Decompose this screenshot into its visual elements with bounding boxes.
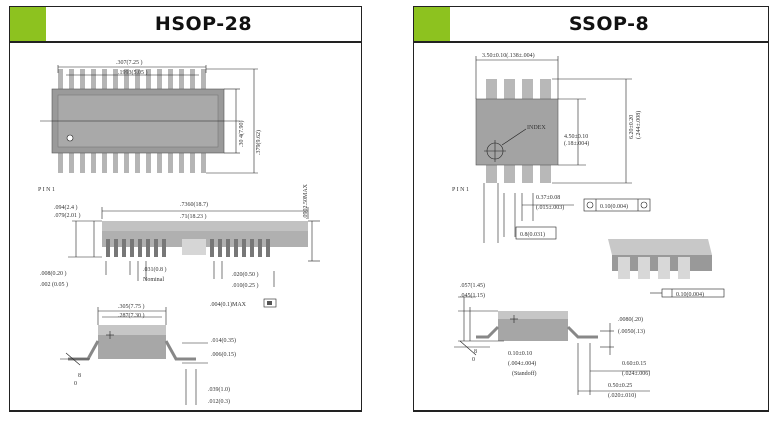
index-label: INDEX (527, 125, 546, 131)
hsop28-drawing: P I N 1 .307(7.25 ) .1993(5.05 ) .30 4(7… (38, 59, 320, 405)
dim-lead-thickness-2: .006(0.15) (211, 351, 236, 358)
dim-pitch: .031(0.8 ) (143, 266, 167, 273)
panel-header: HSOP-28 (10, 7, 361, 43)
flatness-box-label: 0.10(0.004) (676, 291, 704, 298)
top-leads-lower (58, 153, 206, 173)
dim-length-a: .7360(18.7) (180, 201, 208, 208)
dim-lead-width-1: 0.37±0.08 (536, 195, 560, 201)
dim-height-b: .379(9.62) (255, 130, 262, 155)
angle-bottom: 0 (472, 357, 475, 363)
ssop-top-body (475, 98, 559, 166)
dim-foot-1: .039(1.0) (208, 386, 230, 393)
dim-inner-height-2: (.18±.004) (564, 140, 589, 147)
dim-lead-thickness-2: (.0050(.13) (618, 328, 645, 335)
dim-lead-width-2: .010(0.25 ) (232, 282, 259, 289)
dim-standoff-2: (.004±.004) (508, 360, 536, 367)
tolerance-box-label: 0.10(0.004) (600, 203, 628, 210)
dim-top-width-inner: .1993(5.05 ) (118, 69, 148, 76)
side-view-body (102, 221, 308, 231)
pitch-box-label: 0.8(0.031) (520, 231, 545, 238)
dim-max-height: .0902.50MAX (303, 183, 309, 219)
dim-foot-2: (.024±.006) (622, 370, 650, 377)
dim-standoff-1: .008(0.20 ) (40, 270, 67, 277)
dim-foot-2: .012(0.3) (208, 398, 230, 405)
dim-lead-thickness-1: .0080(.20) (618, 316, 643, 323)
dim-body-width-2: .287(7.30 ) (118, 312, 145, 319)
dim-outer-height-2: (.244±.008) (635, 111, 642, 139)
dim-inner-height-1: 4.50±0.10 (564, 134, 588, 140)
dim-standoff-3: (Standoff) (512, 370, 537, 377)
top-leads-upper (58, 69, 206, 89)
dim-lead-width-1: .020(0.50 ) (232, 271, 259, 278)
dim-top-width: .307(7.25 ) (116, 59, 143, 66)
dim-coplanarity: .004(0.1)MAX (210, 301, 247, 308)
dim-span-1: 0.50±0.25 (608, 383, 632, 389)
pin1-label: P I N 1 (38, 187, 55, 193)
dim-standoff-1: 0.10±0.10 (508, 351, 532, 357)
dim-height-1: .094(2.4 ) (54, 204, 78, 211)
angle-bottom: 0 (74, 381, 77, 387)
dim-lead-thickness-1: .014(0.35) (211, 337, 236, 344)
dim-span-2: (.020±.010) (608, 392, 636, 399)
end-view-body (98, 325, 166, 335)
panel-header: SSOP-8 (414, 7, 768, 43)
dim-height-1: .057(1.45) (460, 282, 485, 289)
ssop8-panel: SSOP-8 (413, 6, 769, 412)
dim-height-a: .30 4(7.90) (238, 121, 245, 148)
dim-top-width: 3.50±0.10(.138±.004) (482, 52, 535, 59)
green-square-icon (414, 7, 450, 41)
panel-title: SSOP-8 (568, 13, 650, 35)
dim-foot-1: 0.60±0.15 (622, 361, 646, 367)
dim-length-b: .71(18.23 ) (180, 213, 207, 220)
ssop8-drawing: P I N 1 3.50±0.10(.138±.004) INDEX 4.50±… (452, 52, 725, 399)
dim-body-width-1: .305(7.75 ) (118, 303, 145, 310)
angle-top: 8 (78, 373, 81, 379)
hsop28-panel: HSOP-28 (9, 6, 362, 412)
ssop-3d-view (608, 239, 712, 279)
dim-height-2: .079(2.01 ) (54, 212, 81, 219)
dim-nominal: Nominal (143, 277, 164, 283)
ssop-side-body (498, 311, 568, 319)
dim-lead-width-2: (.015±.003) (536, 204, 564, 211)
pin1-label: P I N 1 (452, 187, 469, 193)
pin1-dot (66, 134, 74, 142)
dim-standoff-2: .002 (0.05 ) (40, 281, 68, 288)
panel-title: HSOP-28 (154, 13, 253, 35)
green-square-icon (10, 7, 46, 41)
dim-outer-height-1: 6.20±0.20 (629, 115, 635, 139)
dim-height-2: .045(1.15) (460, 292, 485, 299)
angle-top: 8 (474, 349, 477, 355)
